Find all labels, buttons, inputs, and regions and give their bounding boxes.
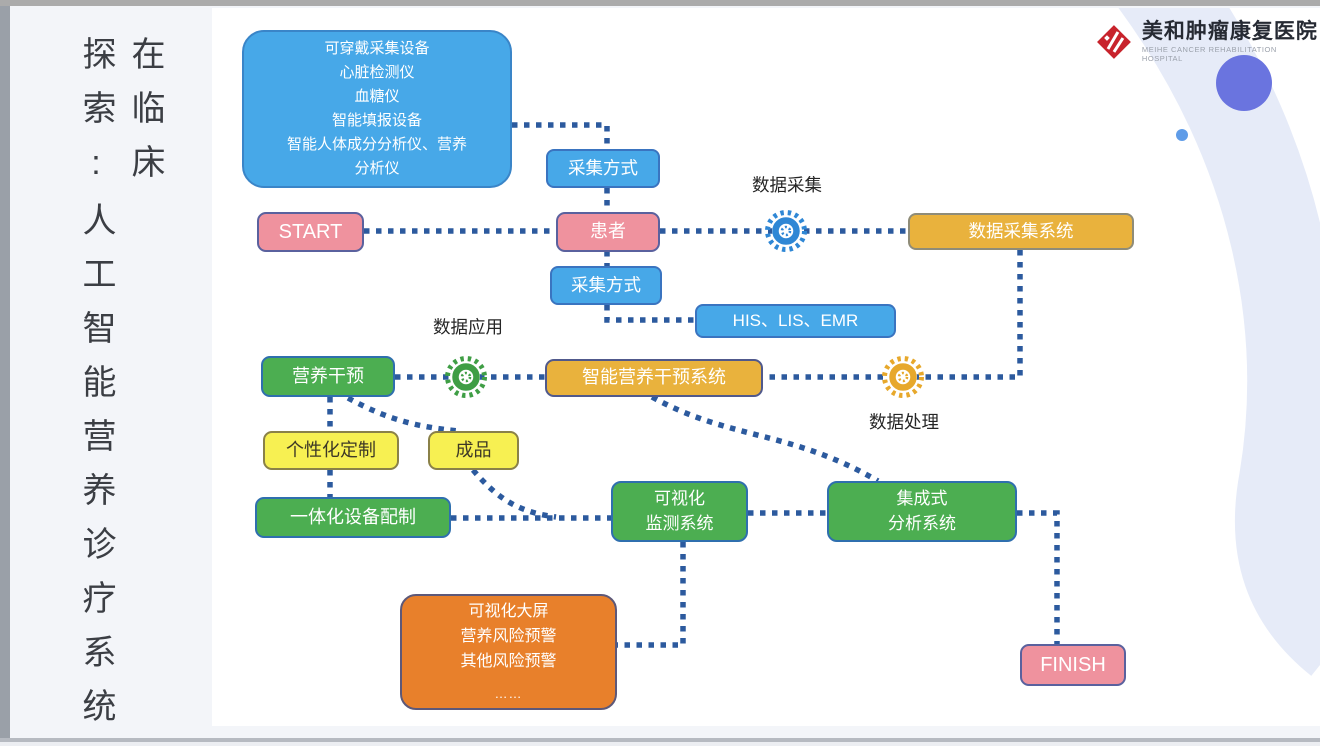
node-smart-system: 智能营养干预系统	[545, 359, 763, 397]
node-nutrition-intervention: 营养干预	[261, 356, 395, 397]
visual-monitor-line: 可视化	[654, 488, 705, 508]
hospital-logo-text: 美和肿瘤康复医院 MEIHE CANCER REHABILITATION HOS…	[1142, 20, 1320, 63]
background-decoration	[1118, 8, 1320, 676]
node-visual-monitor: 可视化 监测系统	[611, 481, 748, 542]
node-collect-system: 数据采集系统	[908, 213, 1134, 250]
hospital-logo-icon	[1097, 24, 1131, 59]
big-screen-line: 其他风险预警	[460, 652, 557, 670]
label-data-processing: 数据处理	[869, 412, 939, 432]
connector-smart-system-to-analysis	[650, 394, 880, 484]
integrated-analysis-line: 分析系统	[888, 513, 956, 533]
hospital-logo: 美和肿瘤康复医院 MEIHE CANCER REHABILITATION HOS…	[1094, 20, 1320, 63]
big-screen-line: 可视化大屏	[468, 603, 549, 621]
node-big-screen: 可视化大屏 营养风险预警 其他风险预警 ……	[400, 594, 617, 710]
window-top-edge	[0, 0, 1320, 6]
window-left-edge	[0, 0, 10, 746]
connector-product-to-monitor	[470, 468, 557, 520]
node-finish: FINISH	[1020, 644, 1126, 686]
node-finished-product: 成品	[428, 431, 519, 470]
gear-icon-data-processing	[882, 356, 924, 398]
gear-icon-data-collection	[765, 210, 807, 252]
node-collection-devices: 可穿戴采集设备 心脏检测仪 血糖仪 智能填报设备 智能人体成分分析仪、营养 分析…	[242, 30, 512, 188]
gear-icon-data-application	[445, 356, 487, 398]
node-start: START	[257, 212, 364, 252]
devices-line: 分析仪	[354, 160, 400, 177]
big-screen-ellipsis: ……	[494, 685, 523, 701]
slide-vertical-title: 探索:人工智能营养诊疗系统在临床	[77, 36, 164, 742]
devices-line: 智能填报设备	[331, 112, 422, 129]
devices-line: 可穿戴采集设备	[324, 40, 430, 57]
window-bottom-edge	[0, 738, 1320, 742]
integrated-analysis-line: 集成式	[896, 488, 948, 508]
label-data-application: 数据应用	[433, 317, 503, 337]
node-integrated-device: 一体化设备配制	[255, 497, 451, 538]
node-personalized: 个性化定制	[263, 431, 399, 470]
devices-line: 血糖仪	[354, 88, 400, 105]
node-collect-method-top: 采集方式	[546, 149, 660, 188]
devices-line: 智能人体成分分析仪、营养	[286, 136, 467, 153]
decor-arc	[1118, 8, 1320, 676]
decor-circle	[1216, 55, 1272, 111]
node-his-lis-emr: HIS、LIS、EMR	[695, 304, 896, 338]
node-patient: 患者	[556, 212, 660, 252]
connector-nutrition-to-product	[346, 395, 459, 434]
connector-devices-to-collect-method	[512, 122, 610, 149]
window-bottom-strip	[0, 742, 1320, 746]
decor-dot	[1176, 129, 1188, 141]
label-data-collection: 数据采集	[752, 175, 822, 195]
visual-monitor-line: 监测系统	[645, 513, 714, 533]
node-integrated-analysis: 集成式 分析系统	[827, 481, 1017, 542]
node-collect-method-bottom: 采集方式	[550, 266, 662, 305]
connector-monitor-to-big-screen	[617, 542, 686, 648]
devices-line: 心脏检测仪	[339, 64, 415, 81]
hospital-name-cn: 美和肿瘤康复医院	[1141, 20, 1318, 43]
connector-collect-method2-to-his	[604, 305, 695, 323]
big-screen-line: 营养风险预警	[460, 628, 557, 646]
hospital-name-en: MEIHE CANCER REHABILITATION HOSPITAL	[1141, 45, 1277, 64]
connector-analysis-to-finish	[1017, 510, 1060, 644]
